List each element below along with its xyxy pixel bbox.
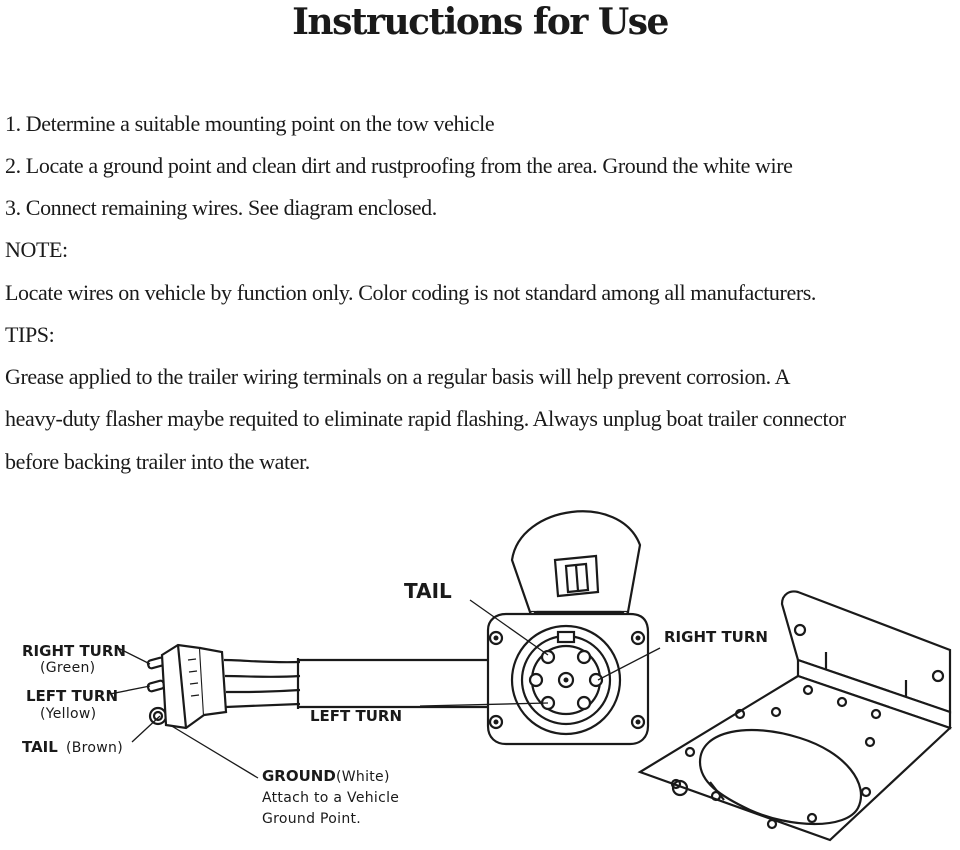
tips-heading: TIPS:	[5, 322, 55, 347]
flat-plug-illustration	[146, 643, 500, 730]
mounting-bracket-illustration	[637, 590, 953, 842]
socket-pins	[528, 649, 604, 711]
note-heading: NOTE:	[5, 237, 68, 262]
instruction-step-2: 2. Locate a ground point and clean dirt …	[5, 153, 793, 178]
ground-instruction-line-2: Ground Point.	[262, 811, 361, 827]
socket-callouts	[419, 599, 661, 707]
plug-left-turn-label: LEFT TURN	[26, 687, 118, 705]
page-title: Instructions for Use	[292, 1, 669, 43]
plug-tail-label: TAIL	[22, 738, 58, 756]
socket-right-turn-label: RIGHT TURN	[664, 628, 768, 646]
ground-color: (White)	[336, 769, 390, 785]
plug-right-turn-label: RIGHT TURN	[22, 642, 126, 660]
socket-tail-label: TAIL	[404, 579, 452, 603]
note-text: Locate wires on vehicle by function only…	[5, 280, 817, 305]
tips-line-3: before backing trailer into the water.	[5, 449, 310, 474]
plug-tail-color: (Brown)	[66, 740, 123, 756]
plug-right-turn-color: (Green)	[40, 660, 95, 676]
plug-left-turn-color: (Yellow)	[40, 706, 96, 722]
socket-left-turn-label: LEFT TURN	[310, 707, 402, 725]
instruction-step-1: 1. Determine a suitable mounting point o…	[5, 111, 495, 136]
plug-wires	[223, 658, 301, 709]
tips-line-2: heavy-duty flasher maybe requited to eli…	[5, 406, 846, 431]
socket-illustration	[486, 510, 650, 746]
instruction-step-3: 3. Connect remaining wires. See diagram …	[5, 195, 437, 220]
plug-callouts	[109, 646, 259, 779]
ground-label: GROUND	[262, 767, 336, 785]
tips-line-1: Grease applied to the trailer wiring ter…	[5, 364, 791, 389]
ground-instruction-line-1: Attach to a Vehicle	[262, 790, 399, 806]
wiring-diagram: RIGHT TURN (Green) LEFT TURN (Yellow) TA…	[22, 510, 953, 842]
